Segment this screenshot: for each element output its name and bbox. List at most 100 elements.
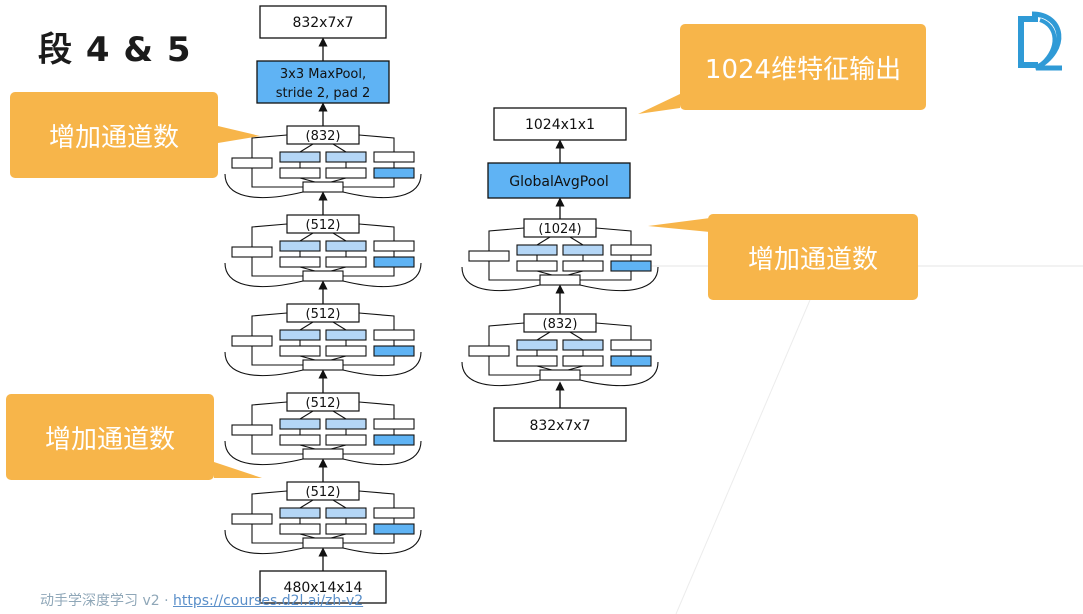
stage5-input-label: 832x7x7 [529, 418, 590, 434]
input-node [302, 359, 344, 371]
connector [595, 322, 632, 340]
input-node [539, 274, 581, 286]
connector [330, 355, 347, 361]
branch2-conv-b [516, 260, 558, 272]
connector [299, 444, 316, 450]
callout-increase-channels-2: 增加通道数 [6, 394, 214, 480]
connector [569, 331, 584, 341]
connector [488, 356, 540, 376]
branch3-conv-b [325, 523, 367, 535]
connector [251, 312, 288, 336]
branch3-conv-a [325, 151, 367, 163]
connector [580, 366, 632, 376]
block-channel-label: (512) [306, 218, 341, 233]
connector [536, 270, 553, 276]
slide-title: 段 4 & 5 [38, 30, 192, 70]
branch1-conv [231, 335, 273, 347]
stage4-maxpool-line1: 3x3 MaxPool, [280, 67, 366, 82]
branch2-conv-b [279, 345, 321, 357]
stage5-output-label: 1024x1x1 [525, 117, 595, 133]
block-channel-label: (832) [306, 129, 341, 144]
block-channel-label: (512) [306, 485, 341, 500]
connector [224, 440, 304, 466]
stage4-maxpool-line2: stride 2, pad 2 [276, 86, 371, 101]
branch1-conv [231, 513, 273, 525]
stage5-gap-label: GlobalAvgPool [509, 174, 609, 190]
branch4-pool [373, 240, 415, 252]
stage4-output-label: 832x7x7 [292, 15, 353, 31]
block-channel-label: (512) [306, 396, 341, 411]
branch3-conv-a [562, 339, 604, 351]
branch2-conv-a [279, 329, 321, 341]
stage5-inception-block-0: (1024) [461, 218, 659, 292]
input-node [539, 369, 581, 381]
connector [536, 236, 551, 246]
connector [299, 499, 314, 509]
connector [343, 267, 395, 277]
connector [461, 266, 541, 292]
footer-link[interactable]: https://courses.d2l.ai/zh-v2 [173, 593, 364, 609]
connector [332, 321, 347, 331]
stage4-input-box [259, 570, 387, 604]
connector [224, 351, 304, 377]
branch3-conv-b [562, 260, 604, 272]
connector [299, 266, 316, 272]
connector [536, 365, 553, 371]
connector [461, 361, 541, 387]
callout-3-tail [638, 94, 680, 114]
connector [299, 177, 316, 183]
callout-2-tail [214, 462, 262, 478]
connector [330, 177, 347, 183]
branch3-conv-b [325, 345, 367, 357]
connector [579, 361, 659, 387]
connector [251, 134, 288, 158]
connector [251, 346, 303, 366]
connector [224, 173, 304, 199]
connector [358, 223, 395, 241]
stage4-inception-block-2: (512) [224, 303, 422, 377]
input-node [302, 270, 344, 282]
connector [342, 173, 422, 199]
branch2-conv-a [279, 507, 321, 519]
branch3-conv-a [325, 507, 367, 519]
connector [251, 168, 303, 188]
connector [342, 262, 422, 288]
branch4-conv [610, 260, 652, 272]
connector [343, 534, 395, 544]
d2l-logo-icon [1018, 11, 1062, 71]
connector [299, 355, 316, 361]
stage5-output-box [493, 107, 627, 141]
connector [299, 410, 314, 420]
callout-increase-channels-1: 增加通道数 [10, 92, 218, 178]
connector [343, 178, 395, 188]
connector [332, 410, 347, 420]
connector [580, 271, 632, 281]
callout-increase-channels-3: 增加通道数 [708, 214, 918, 300]
branch1-conv [231, 424, 273, 436]
connector [358, 401, 395, 419]
branch3-conv-a [325, 240, 367, 252]
branch4-conv [373, 434, 415, 446]
branch4-pool [610, 244, 652, 256]
connector [224, 262, 304, 288]
branch2-conv-a [279, 151, 321, 163]
connector [299, 232, 314, 242]
callout-4-tail [648, 218, 710, 232]
connector [251, 257, 303, 277]
connector [332, 232, 347, 242]
branch4-pool [373, 329, 415, 341]
connector [488, 227, 525, 251]
branch2-conv-a [516, 244, 558, 256]
connector [332, 143, 347, 153]
branch2-conv-a [279, 418, 321, 430]
input-node [302, 448, 344, 460]
branch3-conv-b [325, 434, 367, 446]
connector [569, 236, 584, 246]
connector [224, 529, 304, 555]
branch1-conv [468, 345, 510, 357]
branch4-pool [373, 507, 415, 519]
branch2-conv-b [279, 167, 321, 179]
branch4-conv [373, 256, 415, 268]
stage4-maxpool-box [256, 60, 390, 104]
